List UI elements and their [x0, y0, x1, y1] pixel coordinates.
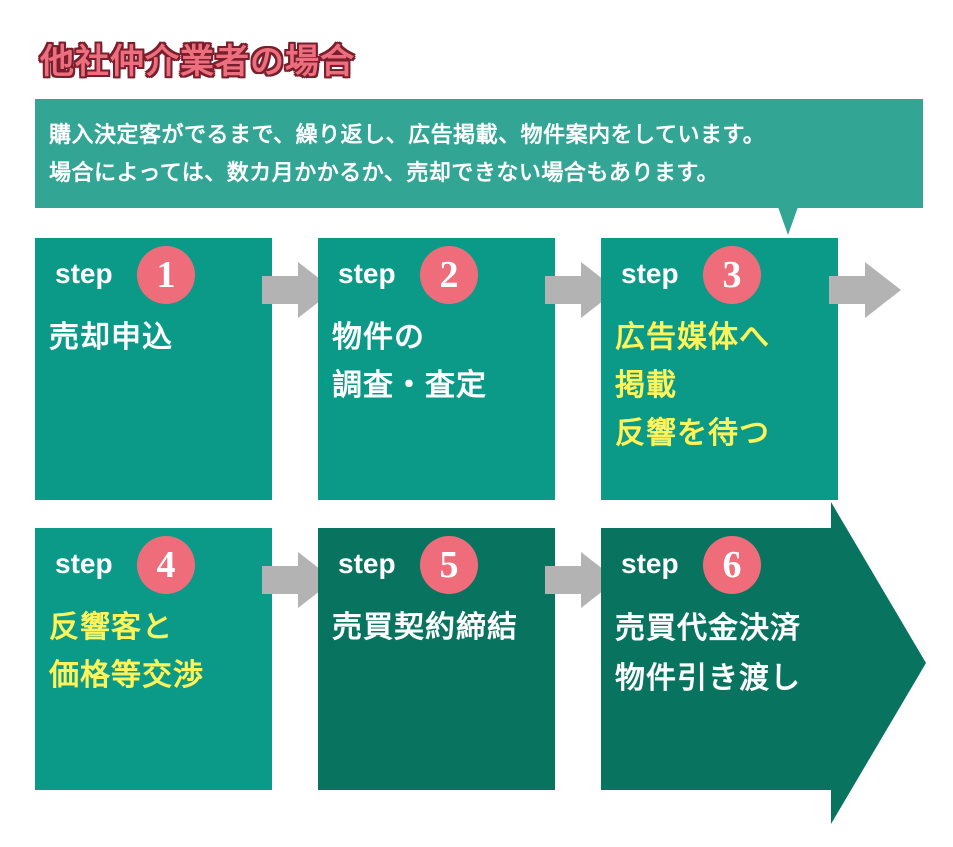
step-number-badge: 4: [137, 536, 195, 594]
step-description-line: 反響客と: [49, 610, 173, 645]
step-label: step: [621, 258, 679, 289]
arrow-right-icon: [829, 262, 901, 318]
step-card-4: step 4 反響客と 価格等交渉: [35, 528, 272, 790]
step-description-line: 売買代金決済: [615, 611, 801, 646]
step-card-3: step 3 広告媒体へ 掲載 反響を待つ: [601, 238, 838, 500]
step-description: 売買契約締結: [332, 604, 518, 652]
step-description-line: 物件引き渡し: [615, 661, 801, 696]
arrow-right-icon: [545, 552, 617, 608]
page-title: 他社仲介業者の場合: [40, 42, 355, 82]
banner-line-1: 購入決定客がでるまで、繰り返し、広告掲載、物件案内をしています。: [49, 123, 766, 148]
step-label: step: [338, 258, 396, 289]
step-description-line: 掲載: [615, 368, 677, 403]
step-description-line: 売買契約締結: [332, 610, 518, 645]
arrow-right-icon: [262, 262, 334, 318]
step-card-6: step 6 売買代金決済 物件引き渡し: [601, 528, 838, 790]
step-card-2: step 2 物件の 調査・査定: [318, 238, 555, 500]
step-description-line: 売却申込: [49, 320, 173, 355]
step-description-line: 物件の: [332, 320, 425, 355]
step-card-1: step 1 売却申込: [35, 238, 272, 500]
arrow-right-icon: [262, 552, 334, 608]
step-number-badge: 5: [420, 536, 478, 594]
final-step-arrow-shape: [601, 502, 926, 824]
step-description: 売買代金決済 物件引き渡し: [615, 604, 801, 704]
step-number-badge: 2: [420, 246, 478, 304]
step-description-line: 価格等交渉: [49, 658, 204, 693]
step-number-badge: 6: [703, 536, 761, 594]
step-description-line: 調査・査定: [332, 368, 487, 403]
step-label: step: [55, 548, 113, 579]
step-number-badge: 3: [703, 246, 761, 304]
step-description-line: 広告媒体へ: [615, 320, 770, 355]
info-banner: 購入決定客がでるまで、繰り返し、広告掲載、物件案内をしています。 場合によっては…: [35, 99, 923, 208]
banner-line-2: 場合によっては、数カ月かかるか、売却できない場合もあります。: [49, 161, 720, 186]
step-label: step: [338, 548, 396, 579]
step-description: 売却申込: [49, 314, 173, 362]
step-card-5: step 5 売買契約締結: [318, 528, 555, 790]
arrow-right-icon: [545, 262, 617, 318]
step-description: 反響客と 価格等交渉: [49, 604, 204, 700]
banner-pointer: [778, 207, 798, 235]
step-description: 広告媒体へ 掲載 反響を待つ: [615, 314, 770, 458]
step-number-badge: 1: [137, 246, 195, 304]
step-label: step: [621, 548, 679, 579]
step-description-line: 反響を待つ: [615, 416, 770, 451]
step-label: step: [55, 258, 113, 289]
step-description: 物件の 調査・査定: [332, 314, 487, 410]
